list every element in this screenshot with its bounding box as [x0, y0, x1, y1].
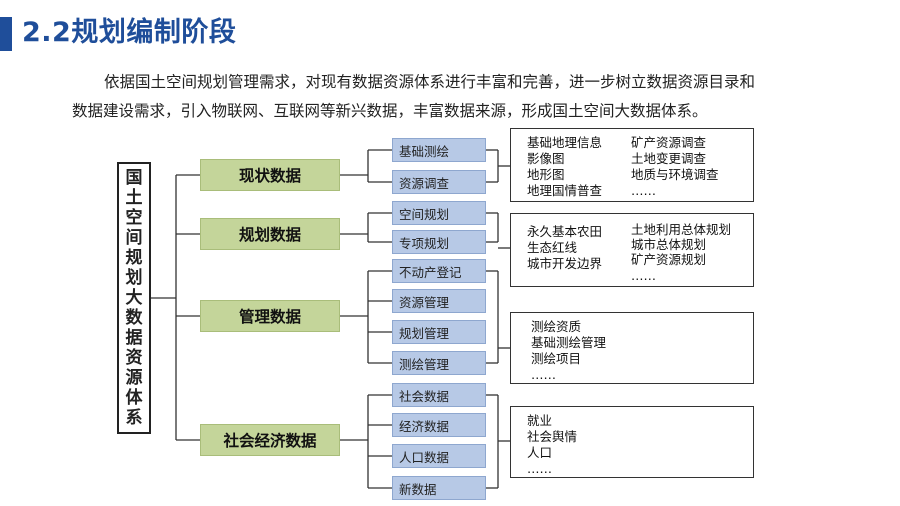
item-box-planning: 永久基本农田 土地利用总体规划 生态红线 城市总体规划 城市开发边界 矿产资源规… [510, 213, 754, 287]
item-label: 基础测绘管理 [531, 335, 607, 350]
item-label: 城市总体规划 [631, 237, 707, 252]
item-label: 影像图 [527, 151, 565, 166]
category-node-socioeconomic: 社会经济数据 [200, 424, 340, 456]
category-node-management: 管理数据 [200, 300, 340, 332]
item-label: …… [631, 183, 656, 198]
item-label: …… [531, 367, 556, 382]
item-label: 矿产资源调查 [631, 135, 707, 150]
item-box-socioeconomic: 就业 社会舆情 人口 …… [510, 406, 754, 478]
item-label: …… [631, 268, 656, 283]
root-node: 国土空间规划大数据资源体系 [117, 162, 151, 434]
item-label: 生态红线 [527, 240, 578, 255]
intro-line-1: 依据国土空间规划管理需求，对现有数据资源体系进行丰富和完善，进一步树立数据资源目… [104, 73, 756, 91]
sub-node: 资源调查 [392, 170, 486, 194]
sub-node: 测绘管理 [392, 351, 486, 375]
sub-node: 新数据 [392, 476, 486, 500]
category-node-planning: 规划数据 [200, 218, 340, 250]
sub-node: 规划管理 [392, 320, 486, 344]
item-label: 地理国情普查 [527, 183, 603, 198]
item-label: …… [527, 461, 552, 476]
sub-node: 空间规划 [392, 201, 486, 225]
sub-node: 基础测绘 [392, 138, 486, 162]
item-box-management: 测绘资质 基础测绘管理 测绘项目 …… [510, 312, 754, 384]
root-label: 国土空间规划大数据资源体系 [125, 168, 143, 428]
sub-node: 专项规划 [392, 230, 486, 254]
item-label: 地形图 [527, 167, 565, 182]
item-label: 人口 [527, 445, 553, 460]
item-label: 地质与环境调查 [631, 167, 719, 182]
sub-node: 不动产登记 [392, 259, 486, 283]
item-label: 永久基本农田 [527, 224, 603, 239]
item-label: 就业 [527, 413, 553, 428]
intro-paragraph: 依据国土空间规划管理需求，对现有数据资源体系进行丰富和完善，进一步树立数据资源目… [72, 68, 842, 126]
item-label: 测绘项目 [531, 351, 582, 366]
page-title: 2.2规划编制阶段 [22, 17, 237, 48]
item-label: 基础地理信息 [527, 135, 603, 150]
title-accent-bar [0, 17, 12, 51]
category-node-status: 现状数据 [200, 159, 340, 191]
item-label: 土地利用总体规划 [631, 222, 732, 237]
sub-node: 人口数据 [392, 444, 486, 468]
intro-line-2: 数据建设需求，引入物联网、互联网等新兴数据，丰富数据来源，形成国土空间大数据体系… [72, 102, 708, 120]
item-box-status: 基础地理信息 矿产资源调查 影像图 土地变更调查 地形图 地质与环境调查 地理国… [510, 128, 754, 202]
item-label: 土地变更调查 [631, 151, 707, 166]
sub-node: 社会数据 [392, 383, 486, 407]
item-label: 城市开发边界 [527, 256, 603, 271]
sub-node: 资源管理 [392, 289, 486, 313]
item-label: 测绘资质 [531, 319, 582, 334]
sub-node: 经济数据 [392, 413, 486, 437]
item-label: 矿产资源规划 [631, 252, 707, 267]
item-label: 社会舆情 [527, 429, 578, 444]
